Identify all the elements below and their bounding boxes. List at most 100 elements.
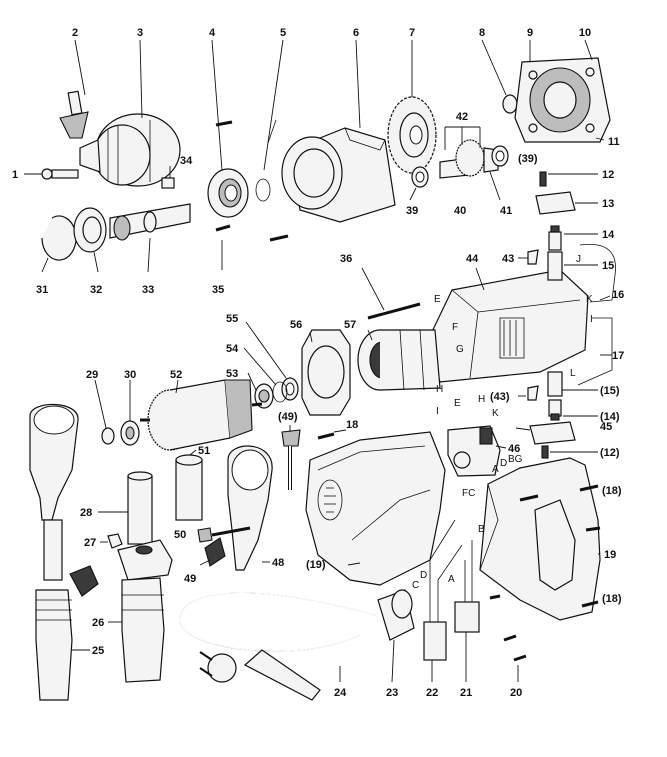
callout-43a: 43: [502, 253, 514, 265]
key-block-part-34: [161, 166, 175, 189]
callout-3: 3: [137, 27, 143, 39]
callout-24: 24: [334, 687, 347, 699]
wire-letter-i2: I: [436, 406, 439, 417]
callout-55: 55: [226, 313, 238, 325]
callout-28: 28: [80, 507, 92, 519]
callout-19b: (19): [306, 559, 326, 571]
wire-letter-g: G: [456, 344, 464, 355]
callout-43b: (43): [490, 391, 510, 403]
wire-letter-f: F: [452, 322, 458, 333]
callout-39b: (39): [518, 153, 538, 165]
callout-44: 44: [466, 253, 479, 265]
side-handle-part-25: [29, 403, 99, 701]
screws-part-20: [503, 634, 527, 682]
gear-part-7: [387, 40, 437, 174]
bearing-part-39b: [491, 145, 509, 167]
callout-40: 40: [454, 205, 466, 217]
bearing-part-53: [247, 372, 274, 409]
callout-27: 27: [84, 537, 96, 549]
wire-letter-a2: A: [492, 464, 499, 475]
callout-32: 32: [90, 284, 102, 296]
callout-50: 50: [174, 529, 186, 541]
callout-15b: (15): [600, 385, 620, 397]
screw-part-18: [317, 429, 347, 440]
stator-part-57: [357, 329, 441, 391]
brush-cap-part-43b: [518, 385, 539, 401]
callout-22: 22: [426, 687, 438, 699]
cable-clamp-part-21: [454, 540, 480, 682]
screw-part-12b: [541, 445, 598, 459]
power-cord-part-24: [179, 592, 379, 701]
wire-part-16: [579, 243, 616, 303]
callout-6: 6: [353, 27, 359, 39]
callout-18b: (18): [602, 485, 622, 497]
side-handle-clamp-part-48: [227, 445, 273, 571]
motor-housing-part-44: [427, 267, 589, 383]
wire-letter-bg: BG: [508, 454, 523, 465]
gearbox-housing-part-6: [281, 39, 396, 223]
callout-45: 45: [600, 421, 612, 433]
callout-17: 17: [612, 350, 624, 362]
retaining-ring-part-31: [41, 215, 77, 273]
callout-8: 8: [479, 27, 485, 39]
wire-letter-d2: D: [500, 458, 507, 469]
callout-18: 18: [346, 419, 358, 431]
brush-part-14: [548, 225, 598, 251]
brush-holder-part-15: [547, 251, 598, 281]
drill-chuck-part-3: [79, 39, 181, 187]
callout-51: 51: [198, 445, 210, 457]
callout-56: 56: [290, 319, 302, 331]
callout-26: 26: [92, 617, 104, 629]
callout-7: 7: [409, 27, 415, 39]
callout-10: 10: [579, 27, 591, 39]
wire-letter-b: B: [478, 524, 485, 535]
callout-labels: 2 3 4 5 6 7 8 9 10 11 1 34 42 (39) 39 40…: [12, 27, 624, 699]
wire-letter-labels: E F G H I J K L I E H K A D BG FC B C D …: [412, 254, 593, 591]
baffle-part-56: [301, 329, 351, 416]
wire-letter-k: K: [586, 294, 593, 305]
callout-19: 19: [604, 549, 616, 561]
screw-part-35: [215, 120, 233, 270]
wire-letter-j: J: [576, 254, 581, 265]
callout-53: 53: [226, 368, 238, 380]
bushing-part-8: [481, 39, 518, 114]
circlip-part-5: [255, 39, 289, 242]
knob-part-49b: [199, 537, 226, 567]
wire-letter-i: I: [590, 314, 593, 325]
brush-holder-part-15b: [547, 371, 598, 397]
callout-14: 14: [602, 229, 615, 241]
callout-49a: (49): [278, 411, 298, 423]
chuck-key-part-2: [39, 39, 116, 139]
chuck-screw-part-1: [24, 168, 79, 180]
washer-part-32: [73, 207, 107, 273]
callout-54: 54: [226, 343, 239, 355]
callout-14b: (14): [600, 411, 620, 423]
callout-41: 41: [500, 205, 512, 217]
callout-2: 2: [72, 27, 78, 39]
brush-cap-part-43: [518, 249, 539, 265]
gear-cover-part-9: [514, 39, 611, 143]
callout-34: 34: [180, 155, 193, 167]
callout-25: 25: [92, 645, 104, 657]
callout-39a: 39: [406, 205, 418, 217]
callout-29: 29: [86, 369, 98, 381]
callout-4: 4: [209, 27, 216, 39]
bearing-part-30: [120, 380, 140, 446]
switch-part-46: [447, 425, 507, 477]
callout-35: 35: [212, 284, 224, 296]
cable-sleeve-part-23: [377, 589, 415, 683]
callout-30: 30: [124, 369, 136, 381]
ring-part-55: [245, 321, 299, 401]
wire-letter-a: A: [448, 574, 455, 585]
callout-13: 13: [602, 198, 614, 210]
callout-23: 23: [386, 687, 398, 699]
wire-letter-d: D: [420, 570, 427, 581]
tube-part-28: [98, 471, 153, 545]
callout-20: 20: [510, 687, 522, 699]
callout-48: 48: [272, 557, 284, 569]
choke-part-22: [423, 519, 463, 682]
knob-bolt-part-49: [281, 425, 301, 490]
gear-shaft-part-41: [489, 171, 501, 201]
handle-part-19-right: [479, 457, 601, 621]
callout-33: 33: [142, 284, 154, 296]
